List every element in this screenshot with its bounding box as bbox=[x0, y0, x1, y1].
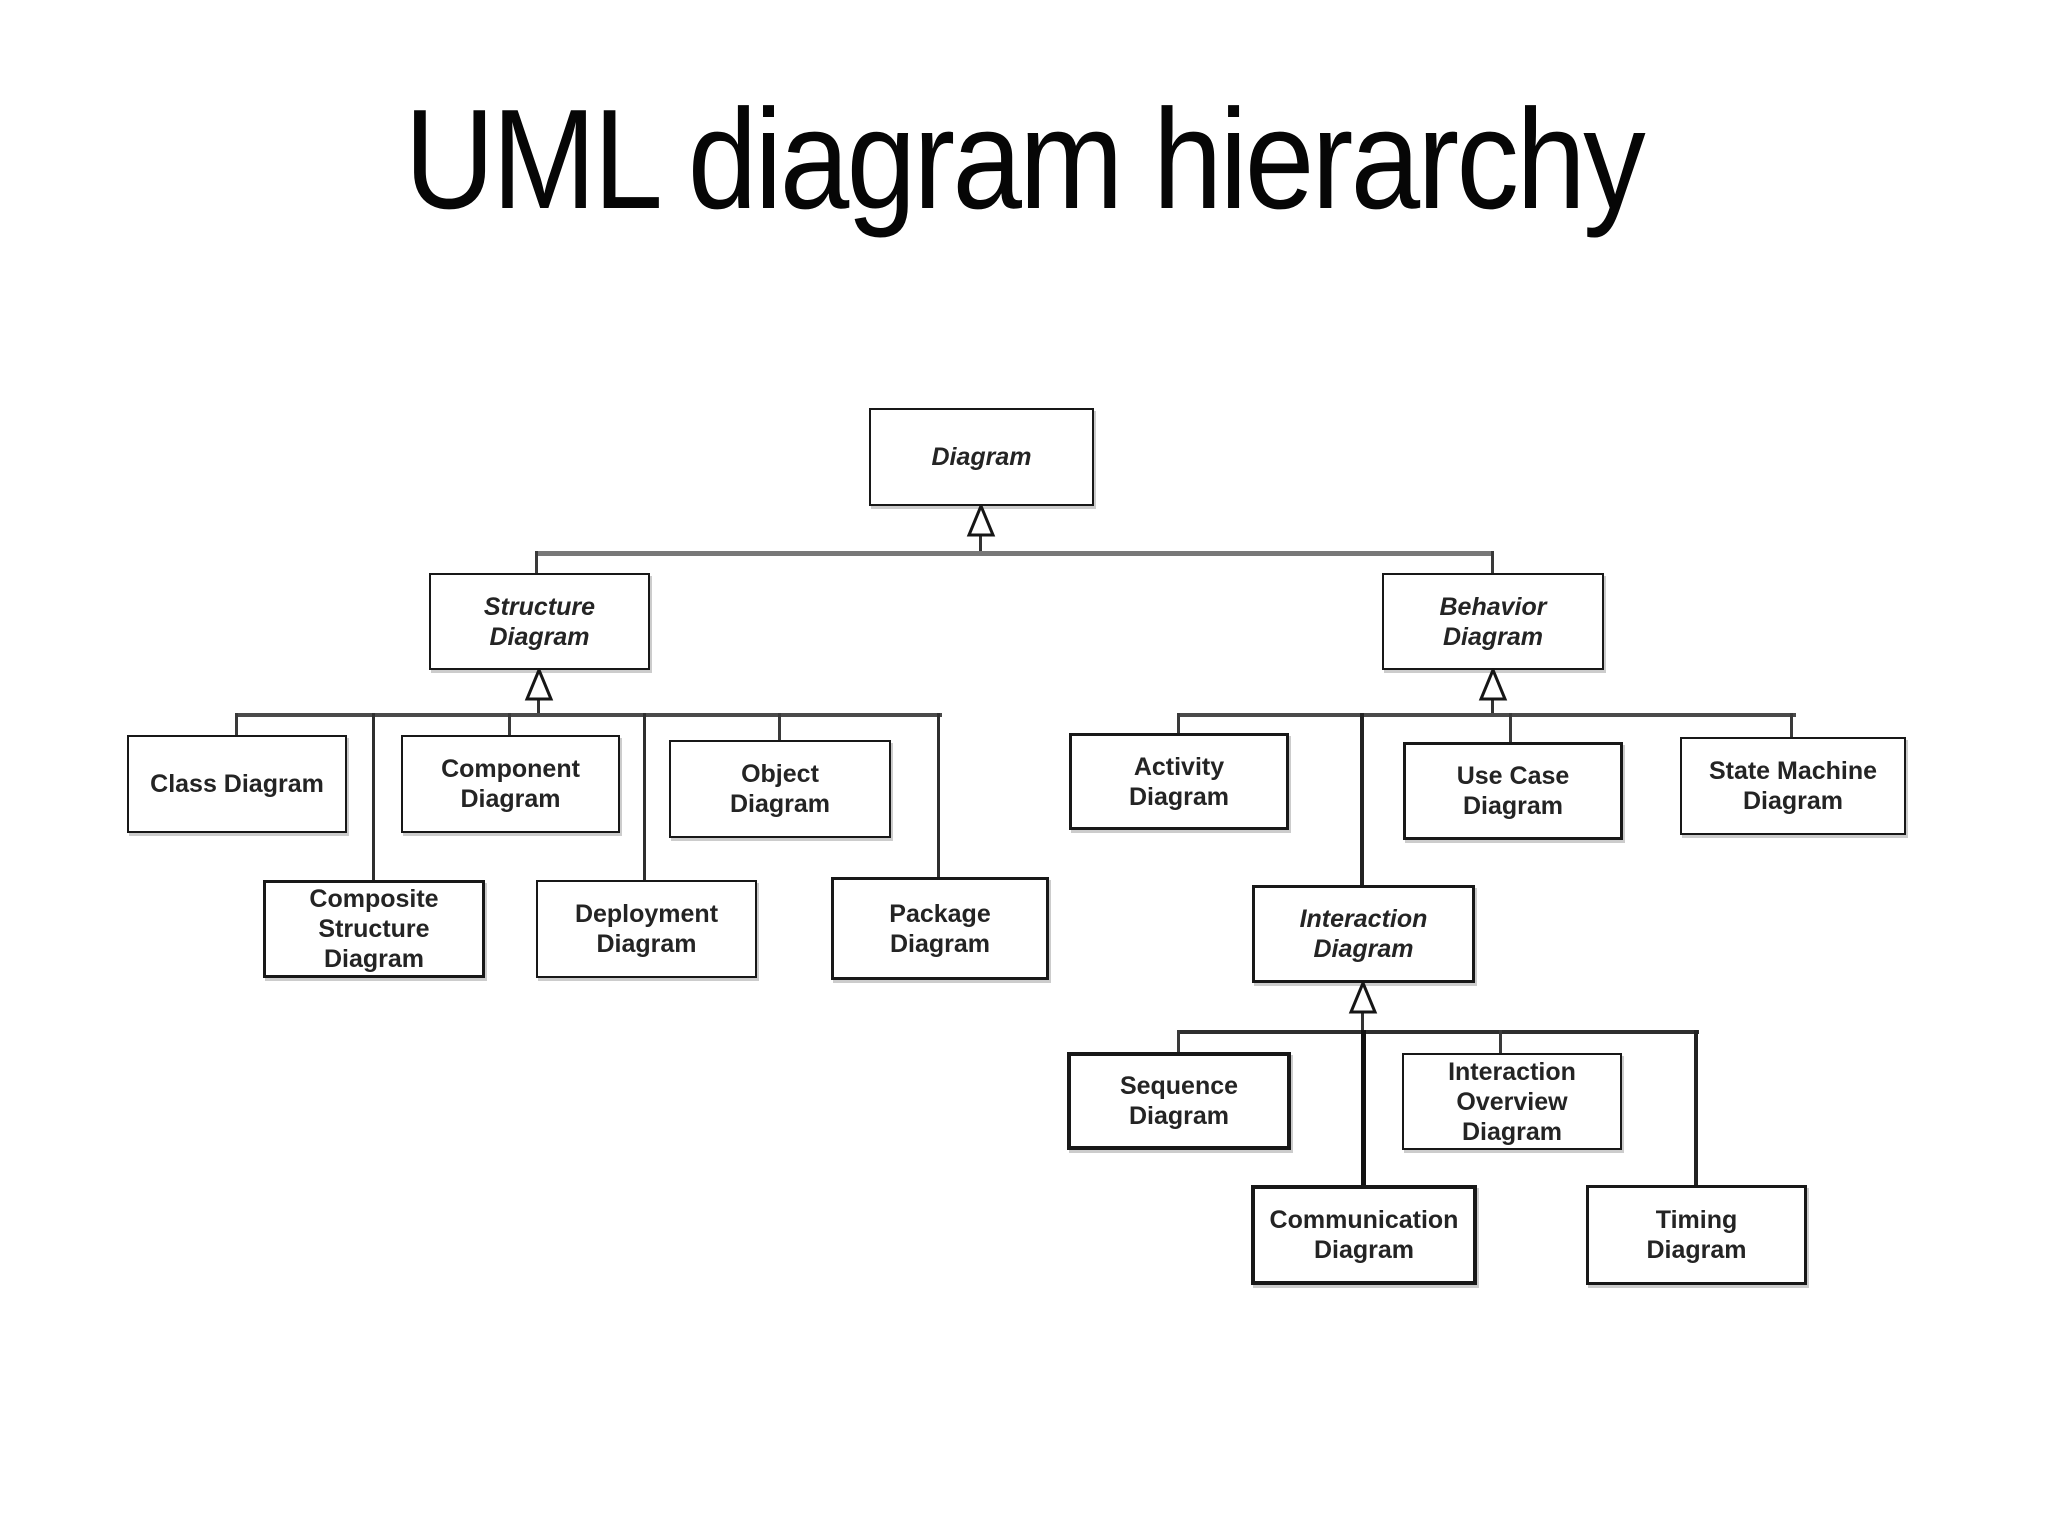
node-label: Interaction Overview Diagram bbox=[1448, 1057, 1576, 1146]
connector-line bbox=[778, 713, 781, 741]
connector-line bbox=[1177, 713, 1796, 717]
connector-line bbox=[235, 713, 942, 717]
connector-line bbox=[1361, 1011, 1364, 1033]
node-label: Deployment Diagram bbox=[574, 900, 719, 958]
connector-line bbox=[1491, 697, 1494, 716]
node-communication-diagram: Communication Diagram bbox=[1251, 1185, 1477, 1285]
node-interaction-diagram: Interaction Diagram bbox=[1252, 885, 1475, 983]
node-structure-diagram: Structure Diagram bbox=[429, 573, 650, 670]
node-use-case-diagram: Use Case Diagram bbox=[1403, 742, 1623, 840]
node-label: Structure Diagram bbox=[483, 592, 596, 651]
connector-line bbox=[1177, 713, 1180, 734]
connector-line bbox=[1509, 713, 1512, 743]
node-label: Object Diagram bbox=[729, 760, 831, 818]
node-label: State Machine Diagram bbox=[1708, 757, 1878, 815]
node-deployment-diagram: Deployment Diagram bbox=[536, 880, 757, 978]
connector-line bbox=[235, 713, 238, 736]
page-title: UML diagram hierarchy bbox=[0, 80, 2048, 239]
connector-line bbox=[1790, 713, 1793, 738]
node-timing-diagram: Timing Diagram bbox=[1586, 1185, 1807, 1285]
node-state-machine-diagram: State Machine Diagram bbox=[1680, 737, 1906, 835]
node-label: Class Diagram bbox=[150, 770, 324, 798]
connector-line bbox=[1694, 1030, 1698, 1186]
connector-line bbox=[537, 697, 540, 716]
page-title-text: UML diagram hierarchy bbox=[404, 80, 1646, 239]
node-sequence-diagram: Sequence Diagram bbox=[1067, 1052, 1291, 1150]
node-object-diagram: Object Diagram bbox=[669, 740, 891, 838]
connector-line bbox=[508, 713, 511, 736]
node-label: Interaction Diagram bbox=[1299, 905, 1428, 963]
node-behavior-diagram: Behavior Diagram bbox=[1382, 573, 1604, 670]
node-package-diagram: Package Diagram bbox=[831, 877, 1049, 980]
connector-line bbox=[372, 713, 375, 881]
node-interaction-overview-diagram: Interaction Overview Diagram bbox=[1402, 1053, 1622, 1150]
connector-line bbox=[643, 713, 646, 881]
connector-line bbox=[536, 551, 1494, 556]
node-label: Use Case Diagram bbox=[1456, 762, 1570, 820]
generalization-arrow-icon bbox=[1348, 981, 1378, 1014]
connector-line bbox=[1177, 1030, 1180, 1053]
node-label: Diagram bbox=[931, 443, 1032, 471]
connector-line bbox=[1499, 1030, 1502, 1054]
node-diagram: Diagram bbox=[869, 408, 1094, 506]
generalization-arrow-icon bbox=[966, 504, 996, 537]
connector-line bbox=[937, 713, 940, 878]
connector-line bbox=[1361, 1030, 1366, 1186]
node-class-diagram: Class Diagram bbox=[127, 735, 347, 833]
generalization-arrow-icon bbox=[1478, 668, 1508, 701]
connector-line bbox=[1360, 713, 1364, 886]
node-label: Communication Diagram bbox=[1269, 1206, 1459, 1264]
node-label: Activity Diagram bbox=[1128, 752, 1230, 811]
connector-line bbox=[1491, 551, 1494, 574]
node-component-diagram: Component Diagram bbox=[401, 735, 620, 833]
generalization-arrow-icon bbox=[524, 668, 554, 701]
node-label: Behavior Diagram bbox=[1439, 592, 1547, 651]
node-label: Sequence Diagram bbox=[1119, 1072, 1239, 1130]
node-label: Timing Diagram bbox=[1646, 1206, 1747, 1264]
node-activity-diagram: Activity Diagram bbox=[1069, 733, 1289, 830]
node-composite-structure-diagram: Composite Structure Diagram bbox=[263, 880, 485, 978]
connector-line bbox=[1177, 1030, 1699, 1034]
connector-line bbox=[979, 534, 982, 554]
connector-line bbox=[535, 551, 538, 574]
node-label: Package Diagram bbox=[889, 899, 991, 958]
node-label: Component Diagram bbox=[441, 755, 580, 813]
node-label: Composite Structure Diagram bbox=[309, 885, 439, 973]
